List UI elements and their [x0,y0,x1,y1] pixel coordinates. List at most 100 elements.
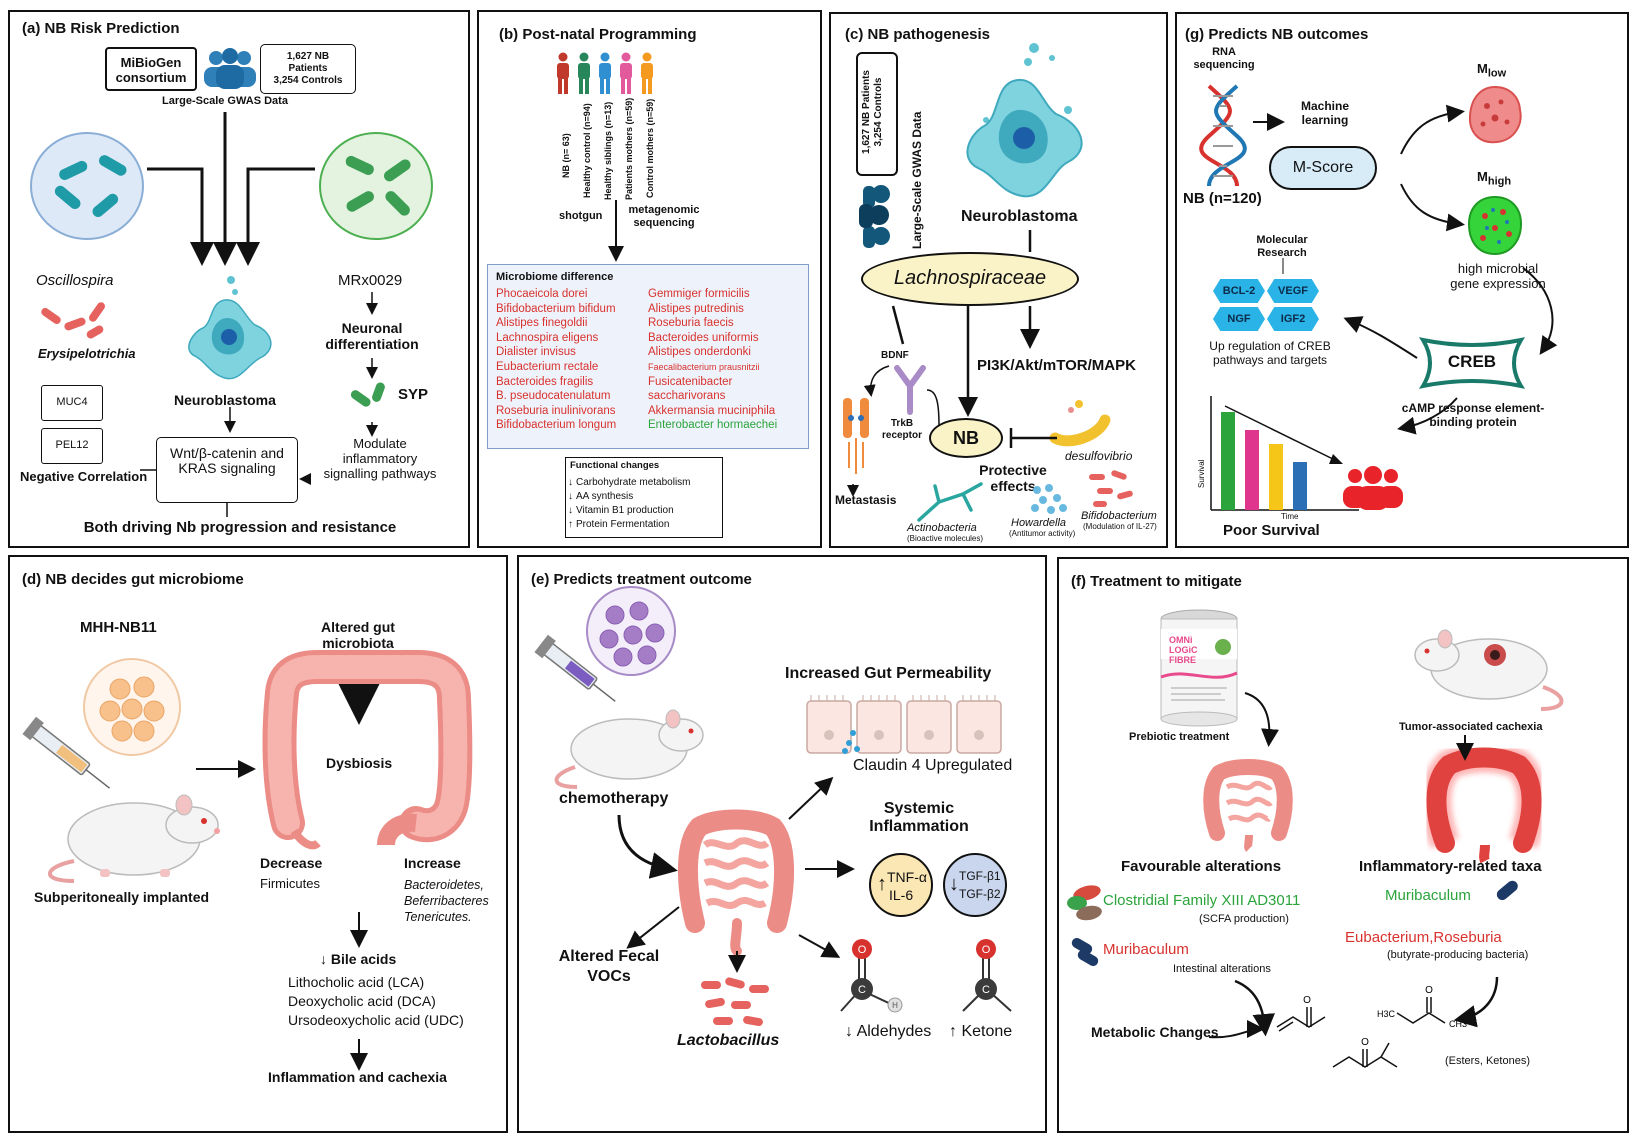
bile-acid-item: Ursodeoxycholic acid (UDC) [288,1012,464,1028]
microbiome-right-item: Akkermansia muciniphila [648,404,776,417]
tnf-label: TNF-α [887,869,927,885]
mouse-icon-e [554,709,704,789]
neuroblastoma-cell-icon-c [966,43,1083,198]
firmicutes-label: Firmicutes [260,876,320,891]
metagenomic-label: metagenomic sequencing [628,204,700,229]
decrease-label: Decrease [260,855,323,871]
microbiome-right-item: saccharivorans [648,390,726,403]
implanted-label: Subperitoneally implanted [34,889,210,905]
gene-hexagon: BCL-2 [1213,279,1265,303]
functional-text: Carbohydrate metabolism [576,477,691,488]
cachexia-label: Tumor-associated cachexia [1399,721,1543,733]
camp-label: cAMP response element-binding protein [1401,401,1545,429]
bile-acid-item: Deoxycholic acid (DCA) [288,993,436,1009]
microbiome-left-item: Phocaeicola dorei [496,288,588,300]
mhigh-tumor-icon [1467,195,1523,256]
receptor-channel-icon [843,398,869,474]
increase-list: Bacteroidetes, Beferribacteres Tenericut… [404,878,489,924]
patients-box: 1,627 NB Patients 3,254 Controls [260,44,356,94]
panel-f: (f) Treatment to mitigate OMNi LOGiC FIB… [1057,557,1629,1133]
aldehyde-c: C [858,984,866,996]
cell-line-label: MHH-NB11 [80,619,157,636]
mhigh-sub: high [1487,175,1512,188]
shotgun-label: shotgun [559,210,603,222]
microbiome-left-item: Lachnospira eligens [496,331,599,344]
muribaculum-icon-left [1071,938,1099,966]
time-axis-label: Time [1281,512,1299,521]
panel-b-title: (b) Post-natal Programming [499,26,697,43]
microbiome-right-item: Gemmiger formicilis [648,288,750,300]
muc4-box: MUC4 [41,385,103,421]
bile-acid-item: Lithocholic acid (LCA) [288,974,425,990]
lacto-label: Lactobacillus [677,1032,780,1049]
panel-f-arrows [1208,692,1499,1039]
colon-icon-d [262,650,473,850]
functional-item: ↓Vitamin B1 production [568,504,723,518]
microbiome-right-item: Faecalibacterium prausnitzii [648,361,760,372]
ketone-text: Ketone [961,1023,1013,1040]
esters-label: (Esters, Ketones) [1445,1055,1530,1067]
syp-label: SYP [398,386,429,403]
panel-a: (a) NB Risk Prediction MiBioGen consorti… [8,10,470,548]
colon-healthy-icon [1203,759,1293,852]
desulfovibrio-icon [1049,400,1111,447]
panel-a-arrows [140,112,378,517]
intestinal-label: Intestinal alterations [1173,963,1271,975]
functional-item: ↓AA synthesis [568,490,723,504]
howardella-label: Howardella [1011,517,1067,529]
aldehydes-label: ↓ Aldehydes [845,1023,931,1041]
mouse-icon-d [48,794,220,883]
erysipelotrichia-bacteria-icon [41,302,106,339]
mscore-pill: M-Score [1269,146,1377,190]
prebiotic-can-icon [1160,609,1238,727]
pel12-label: PEL12 [55,439,89,451]
functional-text: Protein Fermentation [576,519,670,530]
mol-o-3: O [1361,1037,1369,1048]
butyrate-label: (butyrate-producing bacteria) [1387,949,1529,961]
pi3k-label: PI3K/Akt/mTOR/MAPK [977,357,1136,374]
ketone-c: C [982,984,990,996]
bifidobacterium-icon-c [1089,470,1133,507]
patients-line-3: 3,254 Controls [273,75,343,86]
rna-label: RNA sequencing [1193,46,1255,71]
mol-o-1: O [1303,995,1311,1006]
gwas-box-c: 1,627 NB Patients 3,254 Controls [856,52,898,176]
microbiome-right-item: Bacteroides uniformis [648,331,759,344]
patients-line-1: 1,627 NB [286,51,330,62]
neuroblastoma-label-c: Neuroblastoma [961,208,1078,225]
muribaculum-green-label: Muribaculum [1385,887,1471,904]
inflam-taxa-label: Inflammatory-related taxa [1359,858,1542,875]
vocs-label: Altered Fecal VOCs [558,948,660,985]
survival-chart [1210,396,1359,511]
oscillospira-label: Oscillospira [36,272,114,289]
chemo-label: chemotherapy [559,790,669,807]
clostridial-bacteria-icon [1067,885,1102,921]
dysbiosis-label: Dysbiosis [326,755,393,771]
actinobacteria-sub: (Bioactive molecules) [907,534,984,543]
gwas-label-a: Large-Scale GWAS Data [162,95,288,107]
microbiome-left-item: Bifidobacterium longum [496,419,617,432]
creb-shape [1418,337,1526,389]
eubacterium-label: Eubacterium,Roseburia [1345,929,1502,946]
muribaculum-icon-right [1496,880,1518,901]
panel-e-title: (e) Predicts treatment outcome [531,571,752,588]
panel-a-title: (a) NB Risk Prediction [22,20,180,37]
ml-label: Machine learning [1300,99,1349,127]
functional-dir: ↑ [568,519,573,530]
functional-dir: ↓ [568,491,573,502]
microbiome-left-item: Eubacterium rectale [496,360,599,373]
muc4-label: MUC4 [56,396,88,408]
modulate-label: Modulate inflammatory signalling pathway… [323,436,437,481]
inflammation-label: Inflammation and cachexia [268,1069,447,1085]
tgf2-label: TGF-β2 [959,887,1001,901]
microbiome-left-item: Alistipes finegoldii [496,317,588,330]
mibiogen-label: MiBioGen consortium [115,55,187,85]
panel-c: (c) NB pathogenesis 1,627 NB Patients 3,… [829,12,1168,548]
aldehyde-o: O [858,944,867,956]
mlow-sub: low [1487,67,1507,80]
microbiome-title: Microbiome difference [496,271,614,283]
syringe-icon-d [22,716,111,789]
wnt-label: Wnt/β-catenin and KRAS signaling [170,445,284,476]
